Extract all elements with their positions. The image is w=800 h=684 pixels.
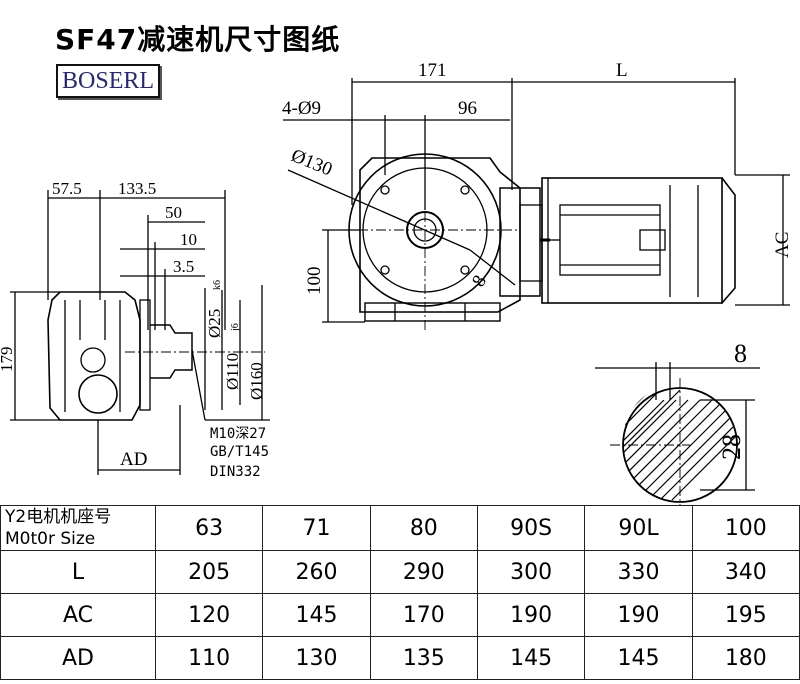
table-cell: 330 [584, 550, 693, 594]
table-cell: 190 [476, 593, 586, 637]
dim-ad: AD [120, 449, 147, 470]
row-label: AC [0, 593, 156, 637]
size-cell: 63 [154, 505, 264, 551]
dim-100: 100 [304, 267, 325, 296]
dim-96: 96 [458, 98, 477, 119]
table-cell: 190 [584, 593, 693, 637]
dim-dia130: Ø130 [288, 145, 335, 180]
technical-drawing: 171 L 4-Ø9 96 Ø130 100 8 AC 57.5 133.5 5… [0, 60, 793, 505]
row-label: AD [0, 636, 156, 680]
brand-logo: BOSERL [56, 64, 161, 98]
size-cell: 90L [584, 505, 693, 551]
table-cell: 145 [584, 636, 693, 680]
table-cell: 120 [154, 593, 264, 637]
dim-10: 10 [180, 230, 197, 249]
note-standard-gb: GB/T145 [210, 444, 269, 460]
table-cell: 145 [262, 593, 371, 637]
table-header-cell: Y2电机机座号 M0t0r Size [0, 505, 156, 551]
row-label: L [0, 550, 156, 594]
dim-50: 50 [165, 203, 182, 222]
dim-133-5: 133.5 [118, 179, 156, 198]
header-label-en: M0t0r Size [5, 529, 96, 549]
table-row: AD 110 130 135 145 145 180 [0, 636, 800, 680]
dim-flange-dia: Ø160 [247, 362, 266, 400]
motor-size-table: Y2电机机座号 M0t0r Size 63 71 80 90S 90L 100 … [0, 505, 800, 680]
dim-179: 179 [0, 347, 16, 373]
dim-57-5: 57.5 [52, 179, 82, 198]
dim-8-flange: 8 [468, 272, 491, 291]
table-cell: 340 [691, 550, 800, 594]
note-standard-din: DIN332 [210, 464, 261, 480]
header-label-cn: Y2电机机座号 [5, 507, 112, 527]
table-cell: 290 [369, 550, 478, 594]
dim-l-top: L [616, 60, 628, 81]
dim-holes: 4-Ø9 [282, 98, 321, 119]
dim-171: 171 [418, 60, 447, 81]
table-cell: 195 [691, 593, 800, 637]
table-header-row: Y2电机机座号 M0t0r Size 63 71 80 90S 90L 100 [0, 505, 800, 551]
dim-spigot-dia: Ø110 [223, 353, 242, 390]
table-row: L 205 260 290 300 330 340 [0, 550, 800, 594]
table-cell: 145 [476, 636, 586, 680]
table-row: AC 120 145 170 190 190 195 [0, 593, 800, 637]
size-cell: 100 [691, 505, 800, 551]
table-cell: 300 [476, 550, 586, 594]
table-cell: 260 [262, 550, 371, 594]
table-cell: 205 [154, 550, 264, 594]
dim-key-width: 8 [734, 339, 747, 368]
size-cell: 90S [476, 505, 586, 551]
dim-shaft-tol: k6 [212, 280, 223, 290]
table-cell: 110 [154, 636, 264, 680]
note-thread: M10深27 [210, 426, 266, 442]
size-cell: 80 [369, 505, 478, 551]
dim-shaft-dia: Ø25 [205, 309, 224, 338]
dim-ac: AC [772, 232, 793, 258]
dim-spigot-tol: j6 [230, 323, 241, 332]
table-cell: 130 [262, 636, 371, 680]
table-cell: 135 [369, 636, 478, 680]
dim-3-5: 3.5 [173, 257, 194, 276]
drawing-title: SF47减速机尺寸图纸 [55, 23, 341, 56]
table-cell: 180 [691, 636, 800, 680]
table-cell: 170 [369, 593, 478, 637]
size-cell: 71 [262, 505, 371, 551]
dim-key-height: 28 [717, 434, 746, 460]
